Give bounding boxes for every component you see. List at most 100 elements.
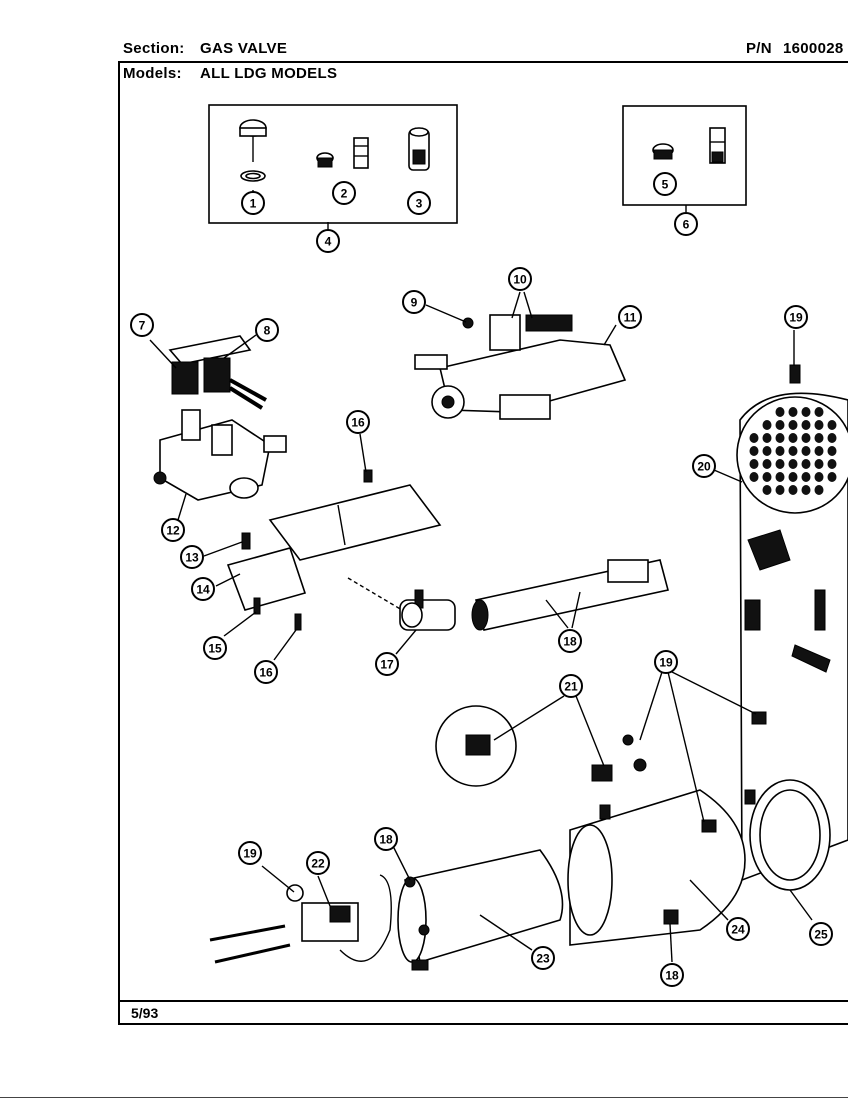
perforation-hole [801,433,811,443]
callout-number: 21 [564,680,578,694]
callout-circle [407,191,431,215]
perforation-hole [814,420,824,430]
callout-number: 19 [659,656,673,670]
callout-18: 18 [374,827,398,851]
callout-number: 14 [196,583,210,597]
callout-number: 22 [311,857,325,871]
housing-slot [744,599,761,631]
callout-circle [531,946,555,970]
callout-number: 18 [379,833,393,847]
callout-circle [402,290,426,314]
part-6-hex-orifice [709,127,726,164]
perforation-hole [749,433,759,443]
callout-number: 17 [380,658,394,672]
part-19-screw [751,711,767,725]
section-value: GAS VALVE [200,40,288,57]
callout-circle [674,212,698,236]
perforation-hole [788,485,798,495]
part-19-screw [789,364,801,384]
callout-25: 25 [809,922,833,946]
callout-number: 6 [683,218,690,232]
callout-number: 24 [731,923,745,937]
models-label: Models: [123,65,182,82]
perforation-hole [749,459,759,469]
callout-13: 13 [180,545,204,569]
callout-18: 18 [660,963,684,987]
callout-circle [130,313,154,337]
part-17-shutoff-valve [399,589,456,631]
perforation-hole [788,459,798,469]
housing-slot [747,529,791,571]
models-value: ALL LDG MODELS [200,65,338,82]
perforation-hole [762,485,772,495]
part-2-orifice [316,137,369,169]
perforation-hole [827,420,837,430]
callout-number: 3 [416,197,423,211]
callout-4: 4 [316,229,340,253]
pn-value: 1600028 [783,40,844,57]
callout-circle [254,660,278,684]
perforation-hole [788,420,798,430]
callout-number: 23 [536,952,550,966]
part-5-cap [652,143,674,160]
callout-number: 2 [341,187,348,201]
callout-number: 18 [563,635,577,649]
part-16-screw-upper [363,469,373,483]
callout-circle [180,545,204,569]
part-14-bracket [226,484,442,611]
perforation-hole [775,446,785,456]
callout-number: 19 [789,311,803,325]
perforation-hole [775,407,785,417]
pn-label: P/N [746,40,772,57]
callout-6: 6 [674,212,698,236]
callout-circle [375,652,399,676]
perforation-hole [762,472,772,482]
perforation-hole [814,485,824,495]
callout-5: 5 [653,172,677,196]
callout-circle [161,518,185,542]
perforation-hole [775,485,785,495]
callout-number: 5 [662,178,669,192]
callout-24: 24 [726,917,750,941]
callout-number: 1 [250,197,257,211]
callout-number: 25 [814,928,828,942]
part-19-screw [701,819,717,833]
part-16-screw [294,613,302,631]
callout-circle [784,305,808,329]
callout-number: 10 [513,273,527,287]
callout-circle [255,318,279,342]
housing-slot [814,589,826,631]
perforation-hole [827,459,837,469]
callout-22: 22 [306,851,330,875]
footer-divider [118,1000,848,1002]
callout-12: 12 [161,518,185,542]
callout-1: 1 [241,191,265,215]
callout-19: 19 [238,841,262,865]
callout-14: 14 [191,577,215,601]
housing-slot [791,644,831,673]
callout-number: 20 [697,460,711,474]
callout-8: 8 [255,318,279,342]
perforation-hole [788,407,798,417]
perforation-hole [762,459,772,469]
section-label: Section: [123,40,185,57]
callout-circle [238,841,262,865]
callout-number: 16 [259,666,273,680]
kit-box-6 [622,105,747,206]
housing-holes [749,407,837,495]
perforation-hole [814,433,824,443]
callout-number: 16 [351,416,365,430]
callout-number: 12 [166,524,180,538]
perforation-hole [775,433,785,443]
callout-circle [191,577,215,601]
perforation-hole [801,485,811,495]
diagram-frame [118,61,848,1025]
perforation-hole [775,472,785,482]
callout-circle [660,963,684,987]
callout-circle [346,410,370,434]
leader-lines [149,190,813,963]
callout-number: 19 [243,847,257,861]
callout-number: 7 [139,319,146,333]
callout-circle [306,851,330,875]
